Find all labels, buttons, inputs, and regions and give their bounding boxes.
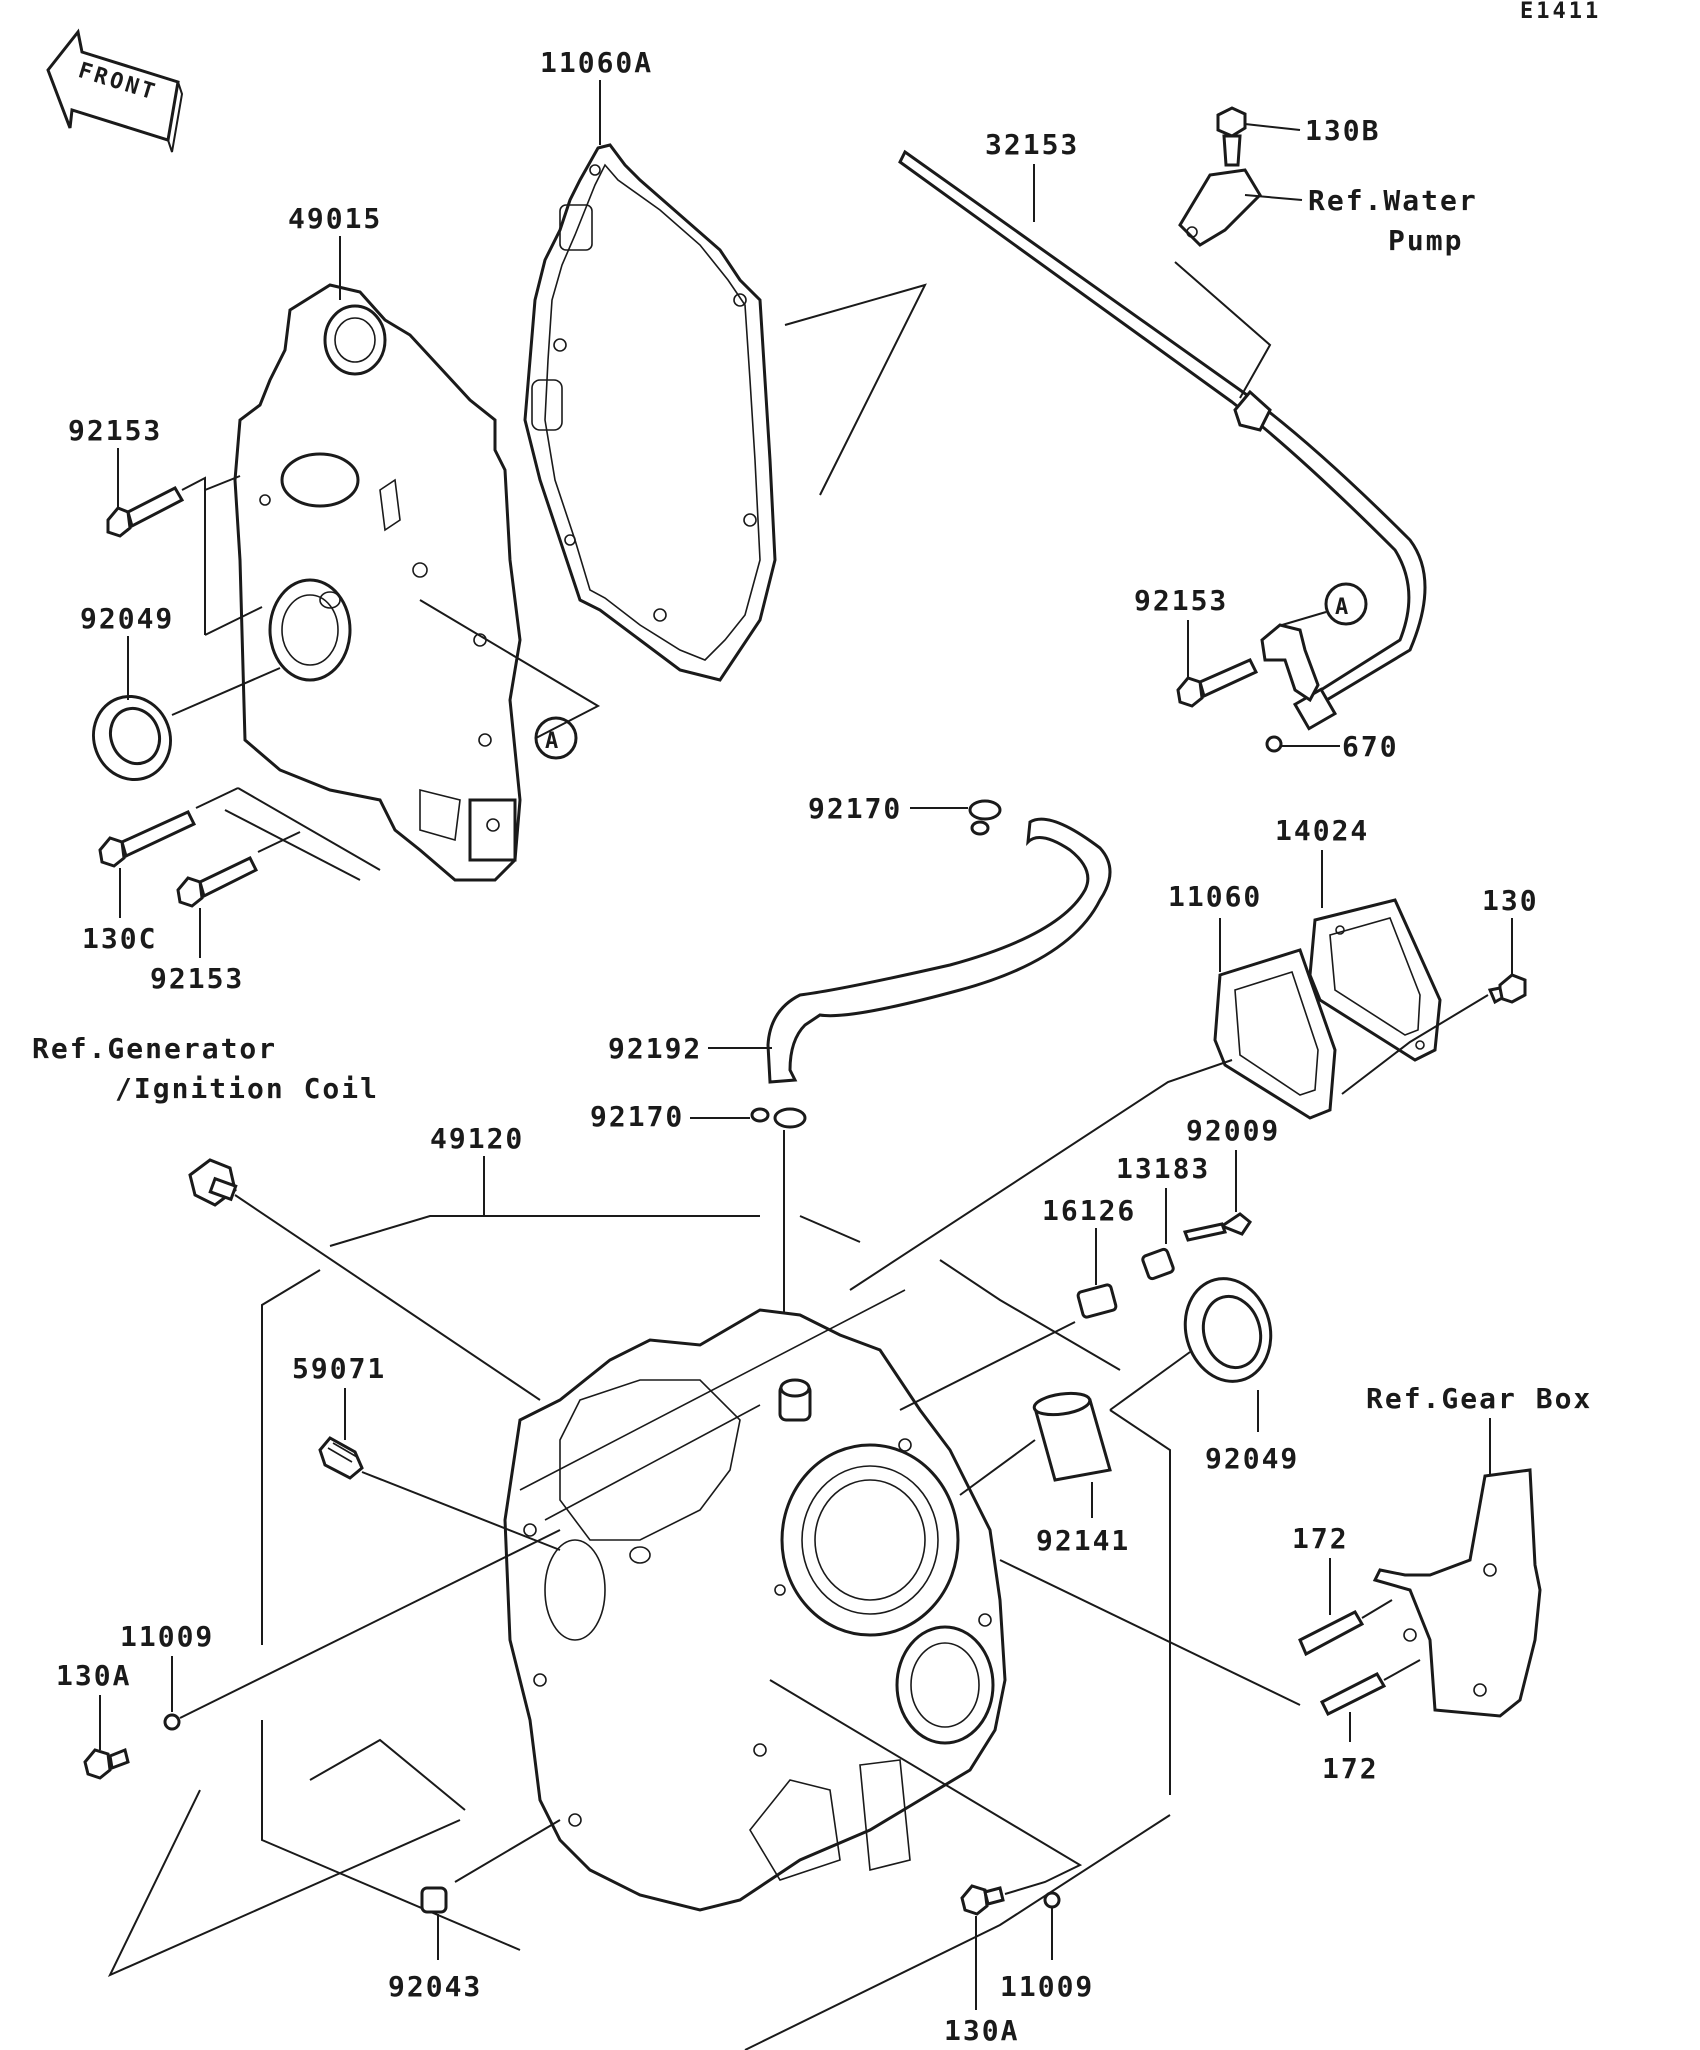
front-arrow-icon: FRONT xyxy=(46,28,184,153)
bolt-130B xyxy=(1216,106,1247,167)
label-49015: 49015 xyxy=(288,202,382,235)
label-92141: 92141 xyxy=(1036,1524,1130,1557)
oil-seal-92049-right xyxy=(1183,1277,1273,1383)
bolt-92153-right xyxy=(1176,658,1259,708)
label-14024: 14024 xyxy=(1275,814,1369,847)
pin-13183 xyxy=(1141,1247,1175,1281)
bolt-92153-upper xyxy=(106,486,185,538)
label-172-b: 172 xyxy=(1322,1752,1379,1785)
label-130C: 130C xyxy=(82,922,157,955)
clamp-92170-lower xyxy=(750,1107,807,1129)
oil-seal-92049-left xyxy=(92,694,172,782)
label-92043: 92043 xyxy=(388,1970,482,2003)
bushing-92141 xyxy=(1032,1391,1112,1482)
label-ref-generator: Ref.Generator xyxy=(32,1032,277,1065)
diagram-code: E1411 xyxy=(1520,0,1601,24)
bolt-92153-lower xyxy=(176,856,259,908)
label-130A-a: 130A xyxy=(56,1659,131,1692)
label-ref-gear-box: Ref.Gear Box xyxy=(1366,1382,1592,1415)
label-11060: 11060 xyxy=(1168,880,1262,913)
label-92049-a: 92049 xyxy=(80,602,174,635)
bolt-130A-right xyxy=(960,1884,1005,1916)
washer-670 xyxy=(1265,735,1283,753)
gear-box-bracket xyxy=(1372,1468,1542,1718)
screw-92009 xyxy=(1182,1212,1253,1242)
gasket-11060A xyxy=(523,143,777,682)
label-11009-a: 11009 xyxy=(120,1620,214,1653)
label-ref-water-2: Pump xyxy=(1388,224,1463,257)
label-130B: 130B xyxy=(1305,114,1380,147)
label-92153-b: 92153 xyxy=(1134,584,1228,617)
hose-92192 xyxy=(766,817,1112,1084)
bolt-130 xyxy=(1487,973,1527,1005)
bolt-130C xyxy=(98,810,197,868)
label-130A-b: 130A xyxy=(944,2014,1019,2047)
label-ref-ignition-coil: /Ignition Coil xyxy=(115,1072,379,1105)
callout-a-right: A xyxy=(1324,582,1368,626)
callout-a-label: A xyxy=(545,729,561,754)
label-92009: 92009 xyxy=(1186,1114,1280,1147)
callout-a-right-label: A xyxy=(1335,595,1351,620)
label-49120: 49120 xyxy=(430,1122,524,1155)
label-92170-b: 92170 xyxy=(590,1100,684,1133)
gasket-11060 xyxy=(1213,948,1337,1120)
callout-a-upper: A xyxy=(534,716,578,760)
label-172-a: 172 xyxy=(1292,1522,1349,1555)
label-ref-water-1: Ref.Water xyxy=(1308,184,1478,217)
stud-172-lower xyxy=(1319,1672,1387,1717)
water-pump-bracket xyxy=(1178,168,1262,247)
label-32153: 32153 xyxy=(985,128,1079,161)
label-13183: 13183 xyxy=(1116,1152,1210,1185)
stud-172-upper xyxy=(1298,1610,1365,1657)
label-92153-a: 92153 xyxy=(68,414,162,447)
timing-cover-49015 xyxy=(233,283,522,882)
plug-59071 xyxy=(318,1436,364,1480)
label-59071: 59071 xyxy=(292,1352,386,1385)
label-130: 130 xyxy=(1482,884,1539,917)
pipe-bracket xyxy=(1260,623,1320,703)
label-92153-c: 92153 xyxy=(150,962,244,995)
washer-11009-right xyxy=(1043,1891,1061,1909)
bolt-130A-left xyxy=(83,1747,130,1780)
crankcase-cover-49120 xyxy=(503,1289,1007,1912)
pipe-32153 xyxy=(898,149,1427,731)
clamp-92170-upper xyxy=(968,799,1002,836)
label-92170-a: 92170 xyxy=(808,792,902,825)
label-16126: 16126 xyxy=(1042,1194,1136,1227)
dowel-92043 xyxy=(420,1886,448,1914)
washer-11009-left xyxy=(163,1713,181,1731)
label-92192: 92192 xyxy=(608,1032,702,1065)
label-11009-b: 11009 xyxy=(1000,1970,1094,2003)
label-11060A: 11060A xyxy=(540,46,653,79)
sensor-part xyxy=(188,1158,238,1207)
collar-16126 xyxy=(1076,1283,1118,1319)
label-670: 670 xyxy=(1342,730,1399,763)
label-92049-b: 92049 xyxy=(1205,1442,1299,1475)
